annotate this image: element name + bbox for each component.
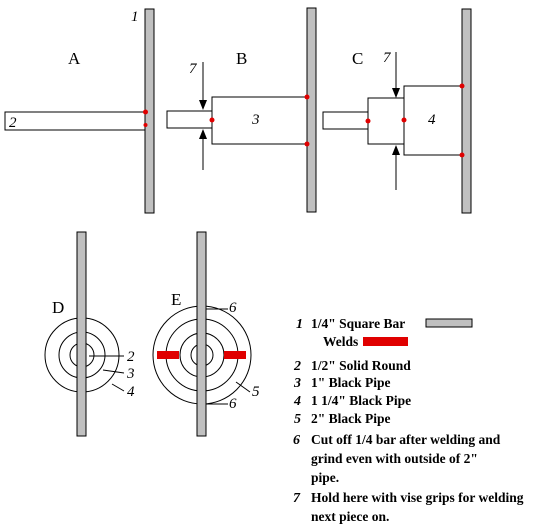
figure-label-b: B bbox=[236, 49, 247, 68]
weld-c2 bbox=[401, 117, 407, 123]
legend-text-7-line2: next piece on. bbox=[311, 509, 389, 524]
legend-item-6: 6 Cut off 1/4 bar after welding and grin… bbox=[293, 432, 501, 485]
callout-e-cut-bottom: 6 bbox=[229, 396, 237, 412]
callout-c-pipe: 4 bbox=[428, 112, 436, 128]
arrowhead-c-top bbox=[392, 88, 400, 98]
legend-text-6-line3: pipe. bbox=[311, 470, 339, 485]
figure-c: C 7 4 bbox=[322, 8, 472, 214]
weld-e-right bbox=[224, 351, 246, 359]
legend-text-2: 1/2" Solid Round bbox=[311, 358, 411, 373]
legend-item-1: 1 1/4" Square Bar bbox=[296, 316, 473, 332]
callout-c-hold: 7 bbox=[383, 50, 392, 66]
legend-item-welds: Welds bbox=[323, 334, 408, 349]
figure-label-a: A bbox=[68, 49, 81, 68]
legend-num-2: 2 bbox=[293, 359, 301, 374]
leader-d-3 bbox=[102, 369, 125, 374]
square-bar-e bbox=[196, 231, 207, 437]
weld-c4 bbox=[459, 152, 465, 158]
callout-a-round: 2 bbox=[9, 115, 17, 131]
legend-item-5: 5 2" Black Pipe bbox=[294, 411, 391, 427]
figure-d: D 2 3 4 bbox=[44, 231, 135, 437]
weld-a2 bbox=[143, 123, 148, 127]
legend-swatch-bar bbox=[425, 318, 473, 328]
figure-b: B 7 3 bbox=[166, 7, 317, 213]
arrowhead-c-bottom bbox=[392, 145, 400, 155]
weld-c1 bbox=[365, 118, 371, 124]
legend-text-welds: Welds bbox=[323, 334, 358, 349]
legend-num-6: 6 bbox=[293, 433, 300, 448]
weld-c3 bbox=[459, 83, 465, 89]
leader-d-4 bbox=[111, 383, 125, 392]
legend-num-4: 4 bbox=[293, 394, 301, 409]
legend-text-5: 2" Black Pipe bbox=[311, 411, 391, 426]
figure-a: A 1 2 bbox=[4, 8, 155, 214]
legend-num-3: 3 bbox=[293, 376, 301, 391]
pipe-3-b bbox=[211, 96, 308, 145]
solid-round-b bbox=[166, 110, 213, 129]
callout-e-pipe: 5 bbox=[252, 384, 260, 400]
legend-num-5: 5 bbox=[294, 412, 301, 427]
square-bar-d bbox=[76, 231, 87, 437]
square-bar-c bbox=[461, 8, 472, 214]
legend-text-7: Hold here with vise grips for welding bbox=[311, 490, 524, 505]
weld-e-left bbox=[157, 351, 179, 359]
callout-d-round: 2 bbox=[127, 349, 135, 365]
legend-num-7: 7 bbox=[293, 491, 301, 506]
figure-label-c: C bbox=[352, 49, 363, 68]
legend-text-6: Cut off 1/4 bar after welding and bbox=[311, 432, 501, 447]
callout-a-bar: 1 bbox=[131, 9, 139, 25]
pipe-4-c bbox=[403, 85, 463, 156]
legend-text-6-line2: grind even with outside of 2" bbox=[311, 451, 478, 466]
legend-text-3: 1" Black Pipe bbox=[311, 375, 391, 390]
legend-num-1: 1 bbox=[296, 317, 303, 332]
solid-round-a bbox=[4, 111, 146, 131]
legend-item-3: 3 1" Black Pipe bbox=[293, 375, 391, 391]
arrowhead-b-top bbox=[199, 100, 207, 110]
legend-item-7: 7 Hold here with vise grips for welding … bbox=[293, 490, 524, 524]
legend-swatch-weld bbox=[363, 337, 408, 346]
weld-a bbox=[143, 109, 148, 115]
legend-item-2: 2 1/2" Solid Round bbox=[293, 358, 411, 374]
solid-round-c bbox=[322, 111, 369, 130]
callout-b-hold: 7 bbox=[189, 61, 198, 77]
legend-item-4: 4 1 1/4" Black Pipe bbox=[293, 393, 411, 409]
pipe-3-c bbox=[367, 97, 405, 145]
callout-d-pipe2: 4 bbox=[127, 384, 135, 400]
legend: 1 1/4" Square Bar Welds 2 1/2" Solid Rou… bbox=[293, 316, 524, 524]
square-bar-b bbox=[306, 7, 317, 213]
callout-e-cut-top: 6 bbox=[229, 300, 237, 316]
figure-e: E 6 5 6 bbox=[152, 231, 260, 437]
figure-label-d: D bbox=[52, 298, 64, 317]
arrowhead-b-bottom bbox=[199, 129, 207, 139]
callout-d-pipe1: 3 bbox=[126, 366, 135, 382]
legend-text-4: 1 1/4" Black Pipe bbox=[311, 393, 411, 408]
leader-e-5 bbox=[235, 381, 251, 393]
legend-text-1: 1/4" Square Bar bbox=[311, 316, 405, 331]
weld-b1 bbox=[209, 117, 215, 123]
weld-b3 bbox=[304, 141, 310, 147]
weld-b2 bbox=[304, 94, 310, 100]
callout-b-pipe: 3 bbox=[251, 112, 260, 128]
figure-label-e: E bbox=[171, 290, 181, 309]
